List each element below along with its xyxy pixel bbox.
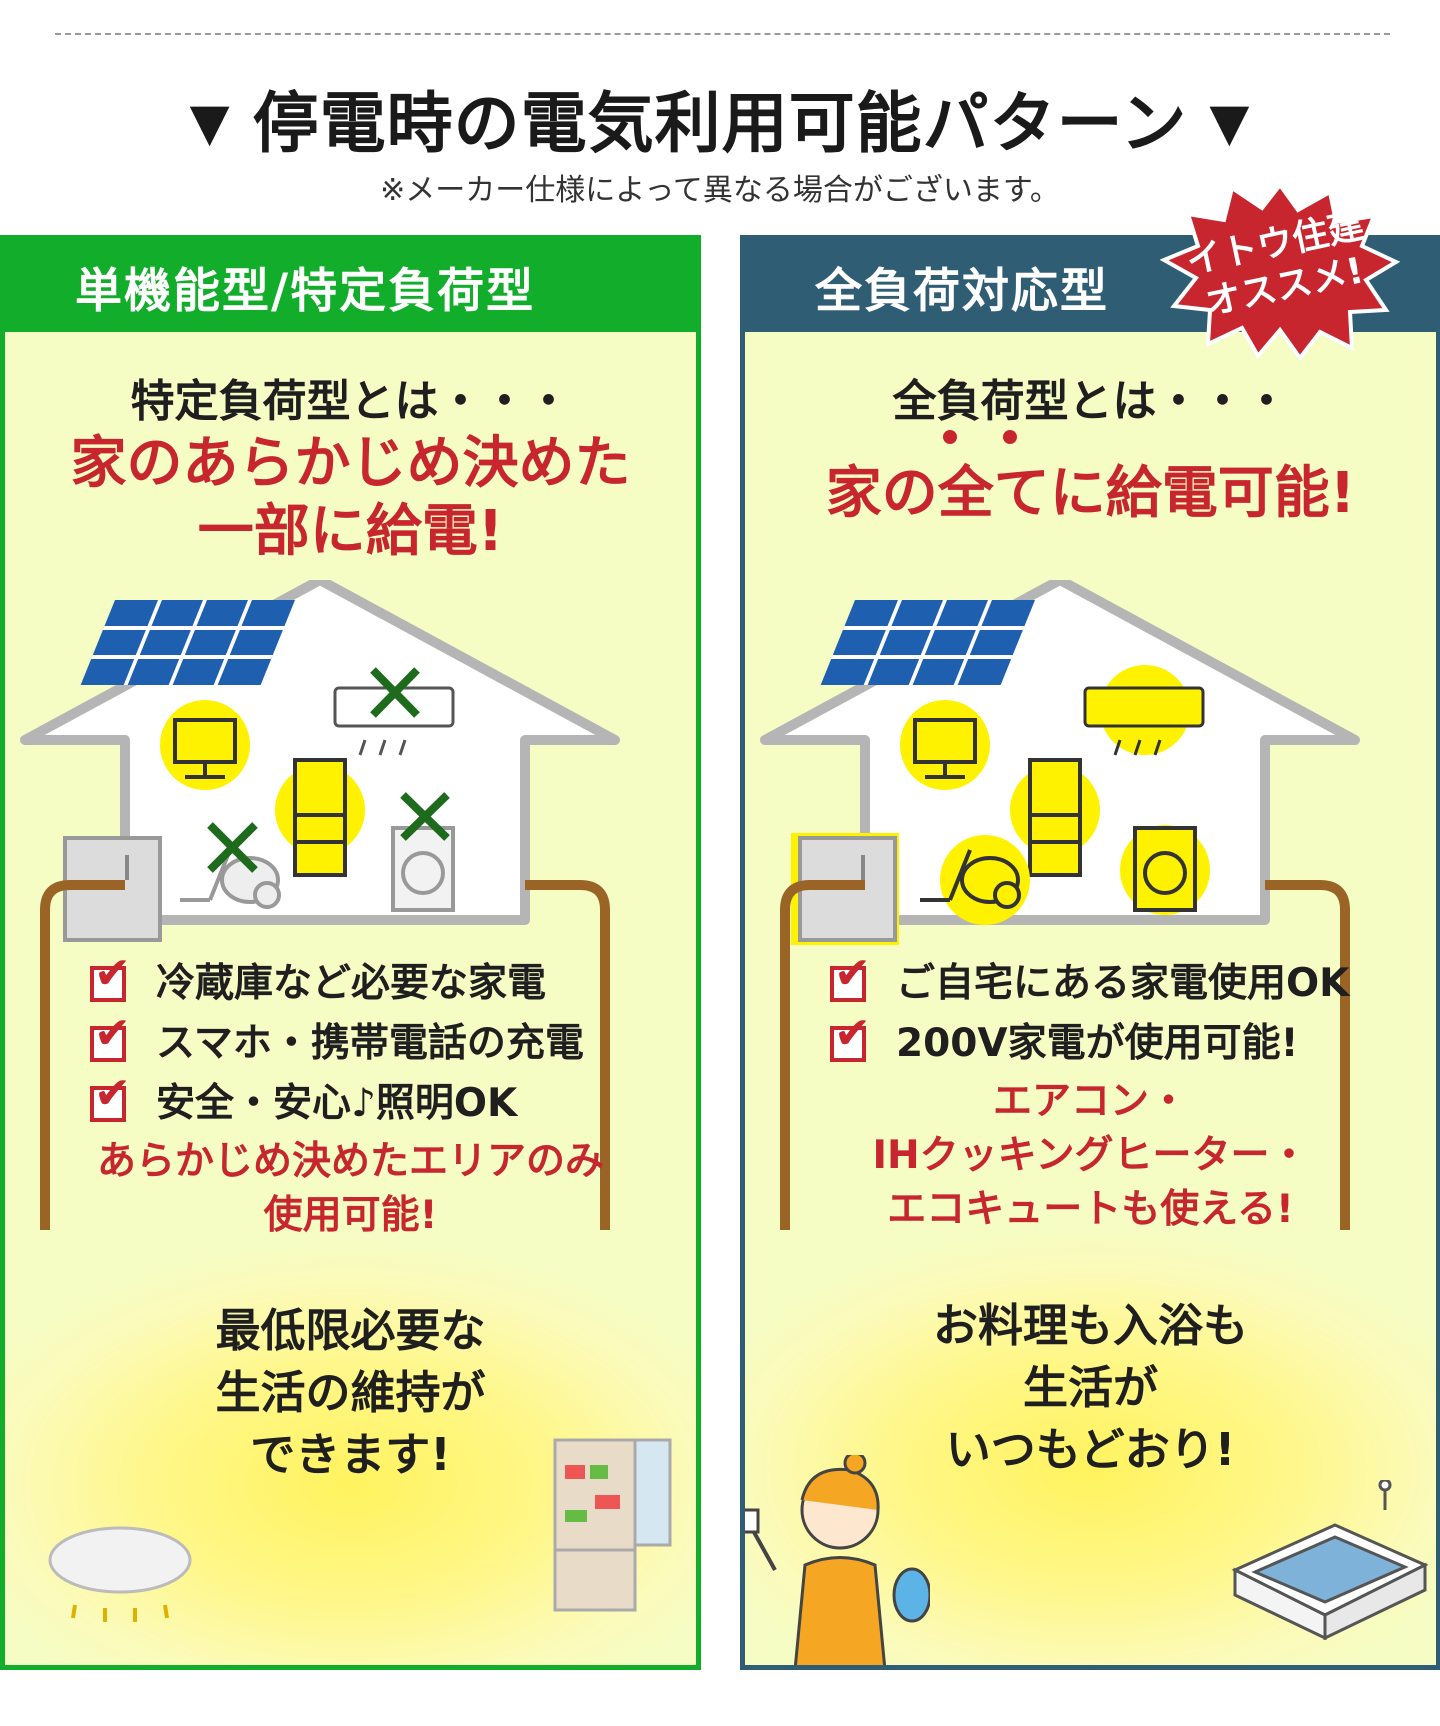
- room-frame: [1265, 880, 1350, 1230]
- headline-line-2: 一部に給電!: [197, 499, 504, 564]
- panel-headline: 家のあらかじめ決めた 一部に給電!: [5, 430, 696, 566]
- note-line-2: 使用可能!: [263, 1193, 438, 1238]
- starburst-icon: [1160, 181, 1400, 360]
- cooking-person-icon: [745, 1455, 930, 1665]
- checklist-item: ✔ 200V家電が使用可能!: [830, 1010, 1349, 1070]
- checklist-item: ✔ 冷蔵庫など必要な家電: [90, 950, 584, 1010]
- bottom-message: 最低限必要な 生活の維持が できます!: [5, 1300, 696, 1486]
- triangle-down-icon: ▼: [1209, 93, 1251, 153]
- checklist-item-label: スマホ・携帯電話の充電: [156, 1021, 584, 1066]
- room-frame: [780, 880, 865, 1230]
- message-line-2: 生活の維持が: [215, 1366, 486, 1419]
- checkbox-icon: ✔: [830, 1012, 874, 1062]
- panel-header: 単機能型/特定負荷型: [5, 240, 696, 332]
- cross-mark-icon: [400, 792, 450, 841]
- emphasis-dots: [745, 430, 1436, 450]
- tv-icon: [173, 718, 237, 779]
- refrigerator-icon: [1028, 758, 1082, 877]
- note-line-2: IHクッキングヒーター・: [872, 1133, 1309, 1178]
- message-line-3: できます!: [250, 1428, 451, 1481]
- message-line-2: 生活が: [1022, 1361, 1158, 1414]
- message-line-1: 最低限必要な: [215, 1304, 486, 1357]
- bathtub-icon: [1231, 1480, 1429, 1640]
- checkbox-icon: ✔: [90, 1012, 134, 1062]
- checklist-item: ✔ スマホ・携帯電話の充電: [90, 1010, 584, 1070]
- room-frame: [40, 880, 125, 1230]
- checklist-item-label: 冷蔵庫など必要な家電: [156, 961, 547, 1006]
- panel-intro: 全負荷型とは・・・: [892, 376, 1289, 427]
- page-title: ▼ 停電時の電気利用可能パターン ▼: [0, 70, 1440, 166]
- top-dashed-divider: [55, 33, 1390, 35]
- page-title-text: 停電時の電気利用可能パターン: [252, 85, 1188, 162]
- cross-mark-icon: [370, 667, 420, 718]
- maker-spec-note: ※メーカー仕様によって異なる場合がございます。: [380, 173, 1060, 208]
- house-illustration: [20, 580, 620, 1230]
- benefit-checklist: ✔ 冷蔵庫など必要な家電 ✔ スマホ・携帯電話の充電 ✔ 安全・安心♪照明OK: [90, 950, 584, 1130]
- house-illustration: [760, 580, 1360, 1230]
- checklist-item-label: 安全・安心♪照明OK: [156, 1081, 518, 1126]
- panel-intro: 特定負荷型とは・・・: [130, 376, 571, 427]
- tv-icon: [913, 718, 977, 779]
- air-conditioner-icon: [333, 686, 455, 756]
- limited-area-note: あらかじめ決めたエリアのみ 使用可能!: [5, 1135, 696, 1243]
- vacuum-cleaner-icon: [920, 849, 1021, 909]
- checkbox-icon: ✔: [830, 952, 874, 1002]
- note-line-1: エアコン・: [992, 1079, 1188, 1124]
- panel-headline: 家の全てに給電可能!: [825, 461, 1356, 526]
- appliance-note: エアコン・ IHクッキングヒーター・ エコキュートも使える!: [745, 1075, 1436, 1237]
- open-refrigerator-icon: [553, 1438, 672, 1612]
- triangle-down-icon: ▼: [189, 93, 231, 153]
- full-load-panel: 全負荷対応型 全負荷型とは・・・ 家の全てに給電可能!: [740, 235, 1440, 1670]
- washing-machine-icon: [1133, 826, 1197, 912]
- ceiling-light-icon: [48, 1526, 192, 1622]
- air-conditioner-icon: [1083, 686, 1205, 756]
- specific-load-panel: 単機能型/特定負荷型 特定負荷型とは・・・ 家のあらかじめ決めた 一部に給電!: [0, 235, 701, 1670]
- solar-panel-icon: [80, 600, 295, 685]
- washing-machine-icon: [391, 826, 455, 912]
- headline-line-1: 家のあらかじめ決めた: [70, 431, 631, 496]
- benefit-checklist: ✔ ご自宅にある家電使用OK ✔ 200V家電が使用可能!: [830, 950, 1349, 1070]
- recommend-badge: イトウ住建 オススメ!: [1160, 180, 1400, 360]
- refrigerator-icon: [293, 758, 347, 877]
- note-line-3: エコキュートも使える!: [887, 1187, 1294, 1232]
- note-line-1: あらかじめ決めたエリアのみ: [96, 1139, 604, 1184]
- checkbox-icon: ✔: [90, 952, 134, 1002]
- checklist-item: ✔ ご自宅にある家電使用OK: [830, 950, 1349, 1010]
- room-frame: [525, 880, 610, 1230]
- message-line-3: いつもどおり!: [945, 1423, 1236, 1476]
- solar-panel-icon: [820, 600, 1035, 685]
- checklist-item-label: ご自宅にある家電使用OK: [896, 961, 1350, 1006]
- cross-mark-icon: [207, 822, 258, 873]
- message-line-1: お料理も入浴も: [932, 1299, 1248, 1352]
- bottom-message: お料理も入浴も 生活が いつもどおり!: [745, 1295, 1436, 1481]
- checklist-item: ✔ 安全・安心♪照明OK: [90, 1070, 584, 1130]
- checklist-item-label: 200V家電が使用可能!: [896, 1021, 1299, 1066]
- checkbox-icon: ✔: [90, 1072, 134, 1122]
